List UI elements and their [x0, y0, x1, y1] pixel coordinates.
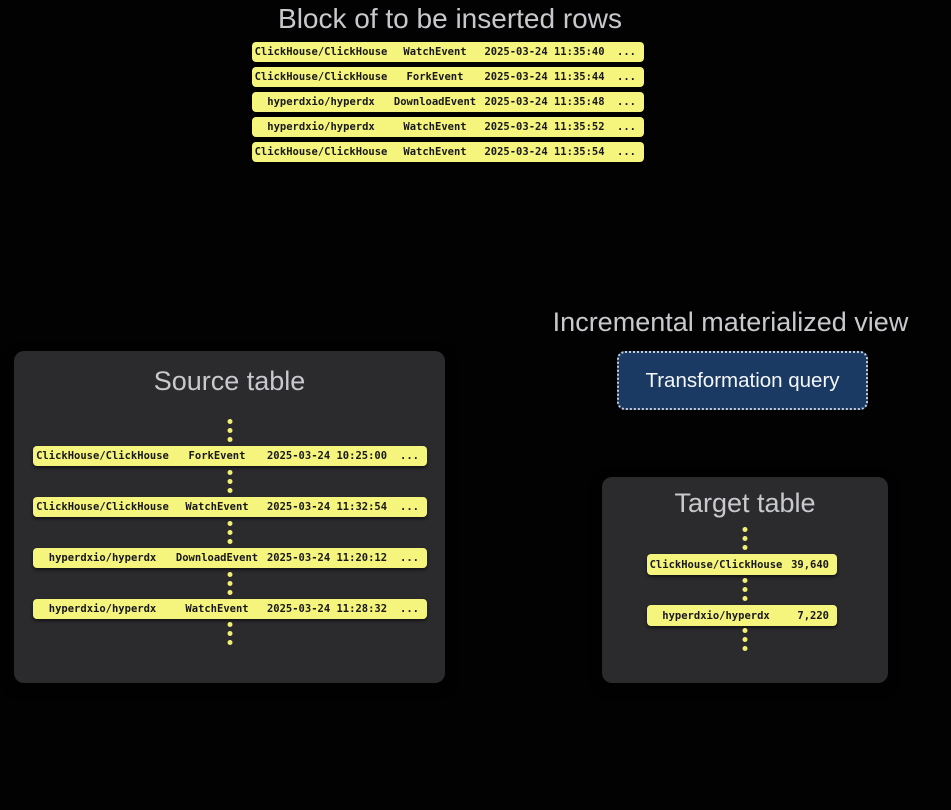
- row-timestamp: 2025-03-24 10:25:00: [266, 450, 388, 462]
- target-table-panel: Target table ClickHouse/ClickHouse 39,64…: [602, 477, 888, 683]
- table-row: ClickHouse/ClickHouse ForkEvent 2025-03-…: [252, 67, 644, 87]
- dot-icon: [227, 581, 232, 586]
- row-count: 7,220: [797, 609, 829, 622]
- row-repo: hyperdxio/hyperdx: [662, 609, 770, 622]
- row-event: WatchEvent: [403, 46, 467, 58]
- row-timestamp: 2025-03-24 11:35:48: [484, 96, 605, 108]
- row-timestamp: 2025-03-24 11:35:44: [484, 71, 605, 83]
- row-repo: ClickHouse/ClickHouse: [649, 558, 783, 571]
- dot-icon: [227, 479, 232, 484]
- vertical-ellipsis: [742, 578, 748, 601]
- dot-icon: [742, 587, 748, 592]
- row-repo: ClickHouse/ClickHouse: [36, 450, 169, 462]
- source-table-title: Source table: [153, 366, 306, 396]
- dot-icon: [227, 640, 232, 645]
- dot-icon: [227, 488, 232, 493]
- row-repo: ClickHouse/ClickHouse: [36, 501, 169, 513]
- row-event: DownloadEvent: [393, 96, 477, 108]
- row-event: DownloadEvent: [175, 552, 259, 564]
- dot-icon: [742, 545, 748, 550]
- source-table-panel: Source table ClickHouse/ClickHouse ForkE…: [14, 351, 445, 683]
- table-row: hyperdxio/hyperdx WatchEvent 2025-03-24 …: [252, 117, 644, 137]
- dot-icon: [227, 437, 232, 442]
- vertical-ellipsis: [227, 521, 232, 544]
- dot-icon: [227, 419, 232, 424]
- row-repo: ClickHouse/ClickHouse: [254, 146, 388, 158]
- vertical-ellipsis: [227, 419, 232, 442]
- dot-icon: [742, 536, 748, 541]
- row-repo: ClickHouse/ClickHouse: [254, 71, 388, 83]
- dot-icon: [227, 428, 232, 433]
- materialized-view-title: Incremental materialized view: [552, 307, 909, 337]
- row-repo: hyperdxio/hyperdx: [48, 603, 157, 615]
- row-event: WatchEvent: [185, 501, 249, 513]
- row-count: 39,640: [791, 558, 829, 571]
- dot-icon: [742, 578, 748, 583]
- table-row: ClickHouse/ClickHouse 39,640: [647, 554, 837, 575]
- dot-icon: [227, 572, 232, 577]
- target-table-title: Target table: [674, 488, 816, 518]
- dot-icon: [227, 539, 232, 544]
- transformation-query-button[interactable]: Transformation query: [617, 351, 868, 410]
- dot-icon: [227, 590, 232, 595]
- row-timestamp: 2025-03-24 11:28:32: [266, 603, 388, 615]
- row-timestamp: 2025-03-24 11:20:12: [266, 552, 388, 564]
- table-row: hyperdxio/hyperdx DownloadEvent 2025-03-…: [252, 92, 644, 112]
- dot-icon: [227, 631, 232, 636]
- transformation-query-label: Transformation query: [645, 368, 840, 392]
- dot-icon: [227, 470, 232, 475]
- table-row: ClickHouse/ClickHouse WatchEvent 2025-03…: [33, 497, 427, 517]
- vertical-ellipsis: [227, 470, 232, 493]
- table-row: hyperdxio/hyperdx DownloadEvent 2025-03-…: [33, 548, 427, 568]
- row-more: ...: [400, 552, 419, 564]
- row-more: ...: [400, 501, 419, 513]
- dot-icon: [742, 628, 748, 633]
- row-event: WatchEvent: [185, 603, 249, 615]
- dot-icon: [227, 622, 232, 627]
- dot-icon: [742, 527, 748, 532]
- row-repo: hyperdxio/hyperdx: [267, 96, 375, 108]
- row-timestamp: 2025-03-24 11:35:54: [484, 146, 605, 158]
- table-row: hyperdxio/hyperdx WatchEvent 2025-03-24 …: [33, 599, 427, 619]
- table-row: hyperdxio/hyperdx 7,220: [647, 605, 837, 626]
- row-repo: ClickHouse/ClickHouse: [254, 46, 388, 58]
- table-row: ClickHouse/ClickHouse WatchEvent 2025-03…: [252, 42, 644, 62]
- dot-icon: [742, 637, 748, 642]
- row-event: WatchEvent: [403, 121, 467, 133]
- vertical-ellipsis: [742, 527, 748, 550]
- row-more: ...: [617, 96, 636, 108]
- row-event: ForkEvent: [188, 450, 246, 462]
- row-timestamp: 2025-03-24 11:35:40: [484, 46, 605, 58]
- insert-rows-block: ClickHouse/ClickHouse WatchEvent 2025-03…: [252, 42, 644, 162]
- row-event: WatchEvent: [403, 146, 467, 158]
- row-repo: hyperdxio/hyperdx: [48, 552, 157, 564]
- row-more: ...: [617, 121, 636, 133]
- row-repo: hyperdxio/hyperdx: [267, 121, 375, 133]
- row-more: ...: [400, 603, 419, 615]
- dot-icon: [227, 530, 232, 535]
- row-more: ...: [400, 450, 419, 462]
- row-timestamp: 2025-03-24 11:35:52: [484, 121, 605, 133]
- vertical-ellipsis: [742, 628, 748, 651]
- table-row: ClickHouse/ClickHouse ForkEvent 2025-03-…: [33, 446, 427, 466]
- insert-block-title: Block of to be inserted rows: [278, 3, 622, 34]
- dot-icon: [742, 596, 748, 601]
- row-event: ForkEvent: [406, 71, 464, 83]
- dot-icon: [227, 521, 232, 526]
- row-timestamp: 2025-03-24 11:32:54: [266, 501, 388, 513]
- vertical-ellipsis: [227, 572, 232, 595]
- vertical-ellipsis: [227, 622, 232, 645]
- dot-icon: [742, 646, 748, 651]
- row-more: ...: [617, 71, 636, 83]
- row-more: ...: [617, 46, 636, 58]
- table-row: ClickHouse/ClickHouse WatchEvent 2025-03…: [252, 142, 644, 162]
- row-more: ...: [617, 146, 636, 158]
